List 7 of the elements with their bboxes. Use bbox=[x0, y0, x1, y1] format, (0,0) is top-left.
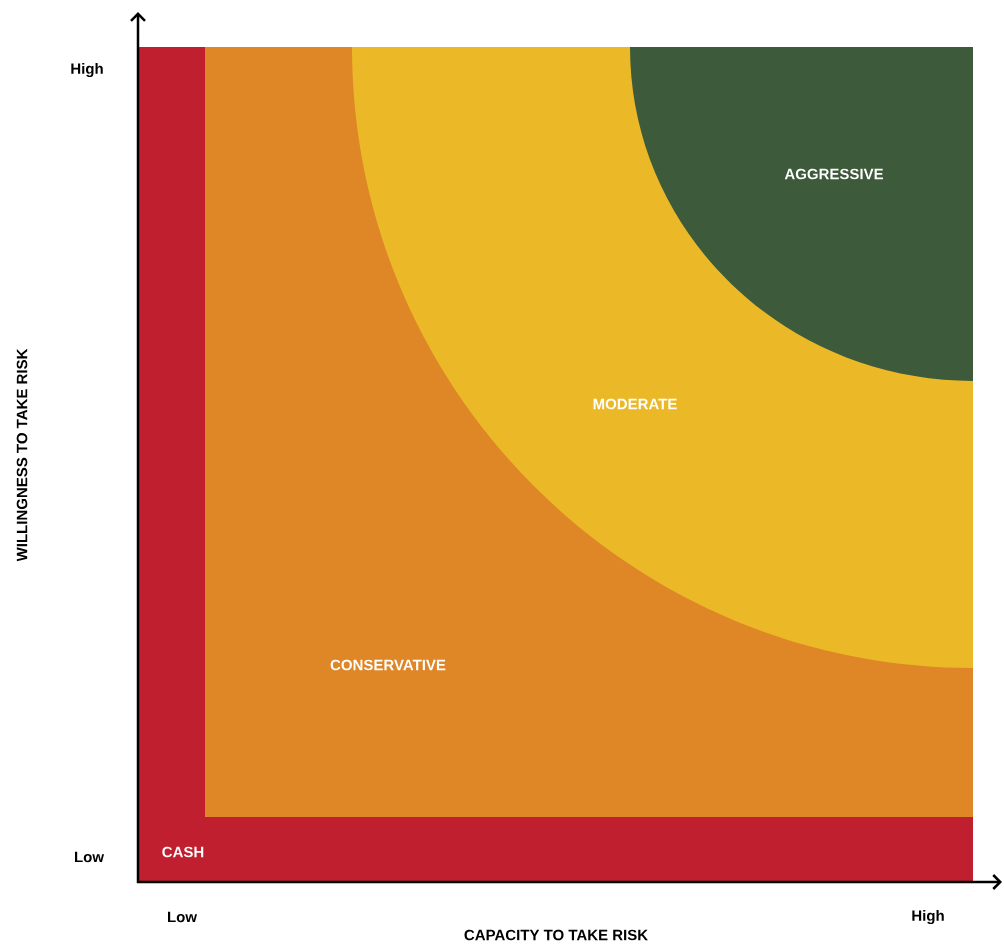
axis-tick-label: High bbox=[71, 62, 103, 77]
axis-tick-label: Low bbox=[75, 851, 104, 863]
aggressive-region: AGGRESSIVE bbox=[630, 47, 973, 381]
axis-title: WILLINGNESS TO TAKE RISK bbox=[16, 348, 28, 562]
axis-tick-label: Low bbox=[168, 911, 197, 923]
axis-title: CAPACITY TO TAKE RISK bbox=[464, 929, 648, 941]
axis-tick-label: High bbox=[912, 910, 944, 925]
